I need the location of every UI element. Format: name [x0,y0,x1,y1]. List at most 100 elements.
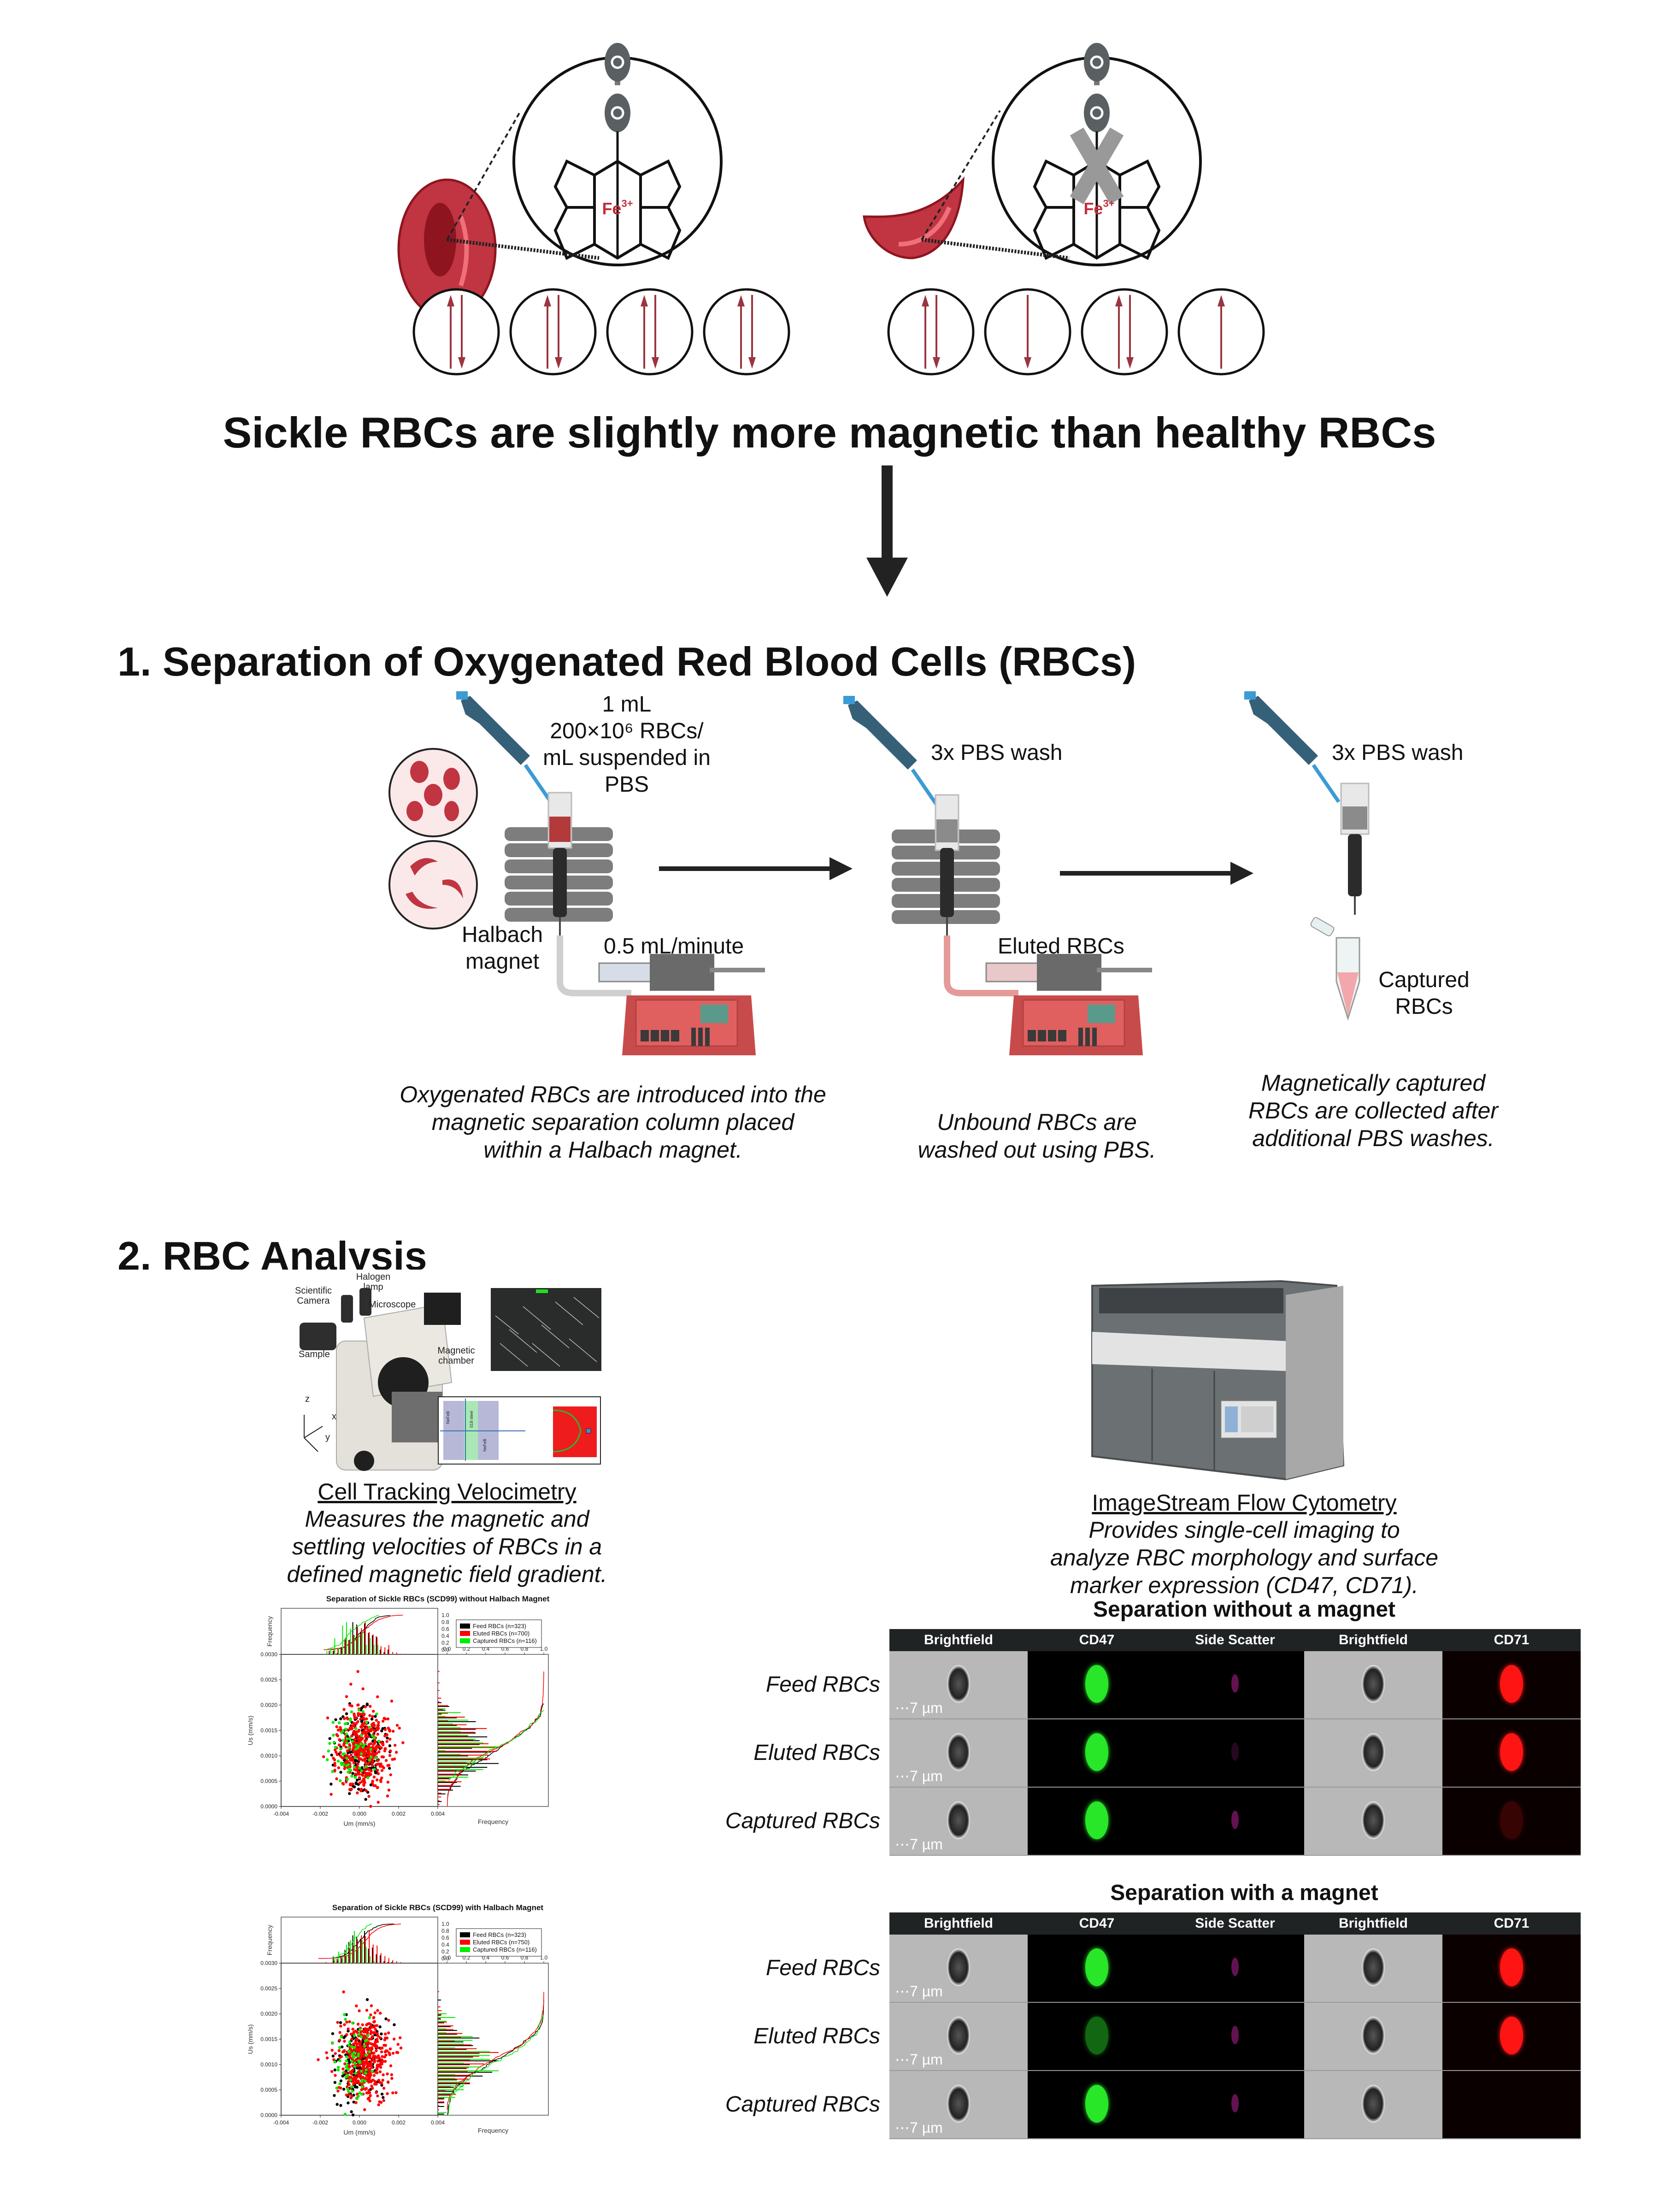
scatter-point [367,2089,371,2092]
scatter-point [354,2078,358,2081]
scatter-point [345,1757,348,1760]
scatter-point [371,1779,374,1783]
cell-image-cd47 [1028,1788,1166,1856]
legend-label: Captured RBCs (n=116) [473,1637,537,1644]
scatter-point [347,2068,350,2071]
scatter-point [373,1739,377,1743]
x-tick-label: -0.004 [273,1811,289,1817]
scatter-point [335,1725,338,1729]
scatter-point [369,1747,372,1751]
scatter-point [401,1741,405,1744]
scatter-point [372,1736,376,1740]
scatter-point [363,1769,366,1772]
scatter-point [366,2031,369,2035]
scatter-point [365,2091,368,2094]
scatter-point [374,2028,377,2031]
scatter-point [338,2046,341,2049]
scatter-point [380,1769,384,1772]
scatter-point [375,1726,378,1730]
scatter-point [338,1721,341,1724]
scatter-point [372,2054,375,2058]
scatter-point [351,1783,354,1786]
scatter-point [337,1766,341,1770]
scatter-point [394,2091,398,2094]
rbc-inset-healthy-icon [388,748,478,837]
scatter-point [385,2036,389,2040]
scatter-point [317,2058,320,2061]
scatter-point [375,2049,378,2053]
scatter-point [365,2068,368,2072]
scatter-point [347,2083,351,2086]
scatter-point [370,2030,373,2033]
scatter-point [372,2074,376,2077]
scatter-point [347,2044,351,2047]
scatter-point [356,1720,359,1723]
scatter-point [350,2037,353,2041]
cell-blob [947,1801,970,1839]
scatter-point [381,2078,384,2082]
scatter-point [363,2063,366,2066]
scatter-point [363,1730,366,1733]
imagestream-panel-title: Separation without a magnet [1093,1597,1396,1622]
cumulative-tick-label: 0.0 [443,1646,451,1652]
scatter-point [388,1729,392,1733]
step1-caption: Oxygenated RBCs are introduced into the … [400,1082,826,1163]
scatter-point [377,2078,381,2082]
scatter-point [395,1724,399,1727]
scatter-point [350,1734,353,1738]
scatter-point [358,1772,361,1776]
scatter-point [339,2079,343,2083]
scatter-point [374,1756,377,1759]
ctv-text: Cell Tracking Velocimetry Measures the m… [258,1478,636,1588]
scatter-point [368,2027,371,2031]
y-tick-label: 0.0010 [260,1753,277,1759]
cell-blob [1362,1733,1385,1771]
scatter-point [365,1789,368,1792]
scatter-point [347,1763,350,1766]
scatter-point [387,2031,390,2035]
y-axis-label: Us (mm/s) [247,2024,254,2054]
right-hist-x-label: Frequency [478,1818,508,1825]
scatter-point [380,1729,383,1733]
scatter-point [351,2069,354,2072]
cell-blob [1231,1958,1239,1976]
scatter-point [376,1733,379,1736]
legend-label: Feed RBCs (n=323) [473,1931,526,1938]
cell-blob [1085,1733,1108,1771]
halbach-magnet-column [892,794,1000,935]
scatter-frame [281,1963,438,2116]
scatter-point [349,2076,353,2079]
scatter-point [365,2038,369,2041]
scatter-point [365,2061,368,2065]
scatter-point [335,1753,339,1756]
scatter-point [381,1719,385,1723]
scatter-point [378,2070,382,2073]
wash-label: 3x PBS wash [931,741,1063,765]
scatter-point [338,2039,341,2042]
cumulative-tick-label: 0.2 [441,1948,449,1955]
scatter-point [365,2053,368,2057]
scatter-point [354,2040,357,2044]
cumulative-tick-label: 1.0 [441,1921,449,1927]
cell-image-brightfield: ⋯7 µm [889,1935,1028,2003]
scatter-point [365,2087,368,2090]
cell-blob [1362,1665,1385,1703]
scatter-point [376,1769,379,1772]
scatter-point [329,1783,333,1786]
x-tick-label: 0.004 [431,1811,445,1817]
halbach-magnet-label: Halbach magnet [461,923,543,974]
cumulative-curve-x [318,1924,401,1959]
scatter-point [357,2079,360,2083]
separation-column-icon [1340,782,1370,915]
cell-image-side-scatter [1166,2003,1304,2071]
scatter-point [350,1704,353,1708]
scatter-point [361,1749,365,1753]
scatter-point [327,1749,330,1753]
legend-swatch [460,1932,470,1937]
porphyrin-ring-icon [1033,159,1161,260]
scatter-point [386,1764,389,1767]
scatter-point [347,2090,350,2093]
top-histogram-frame [281,1917,438,1964]
